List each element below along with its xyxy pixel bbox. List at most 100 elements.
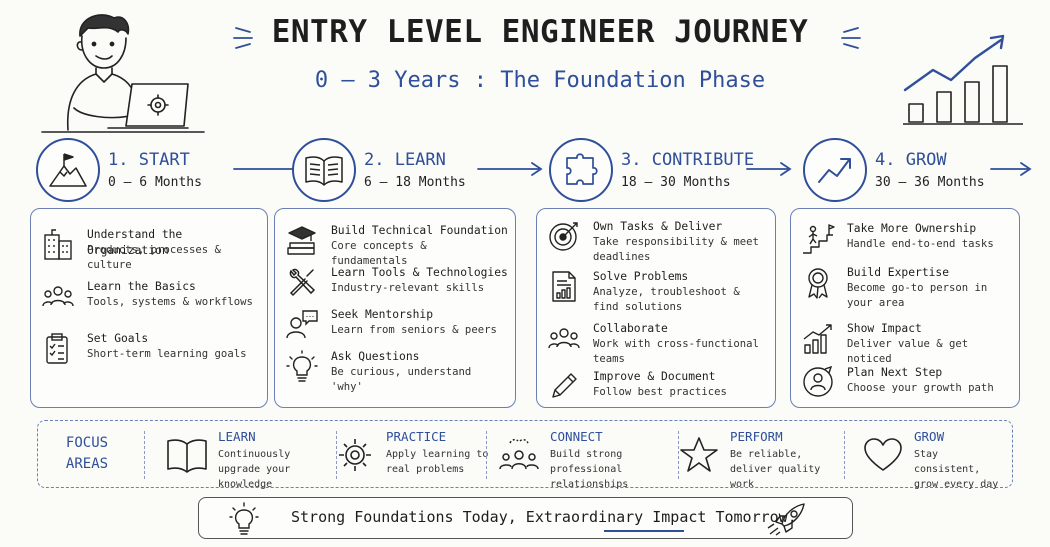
list-item: Take More Ownership Handle end-to-end ta…	[801, 221, 1013, 261]
phase-name: 1. START	[108, 150, 190, 170]
focus-areas-title: FOCUS AREAS	[65, 435, 109, 472]
motto-text: Strong Foundations Today, Extraordinary …	[291, 508, 797, 526]
item-title: Build Technical Foundation	[331, 224, 508, 237]
item-desc: Become go-to person in your area	[847, 282, 988, 309]
network-people-icon	[499, 438, 539, 470]
item-desc: Work with cross-functional teams	[593, 338, 759, 365]
list-item: Set Goals Short-term learning goals	[41, 331, 261, 371]
list-item: Ask Questions Be curious, understand 'wh…	[285, 349, 509, 393]
phase-name: 3. CONTRIBUTE	[621, 150, 755, 170]
phase-header-learn: 2. LEARN 6 – 18 Months	[292, 138, 543, 203]
focus-item-desc: Continuously upgrade your knowledge	[218, 449, 291, 490]
arrow-right-icon	[746, 162, 792, 176]
list-item: Learn Tools & Technologies Industry-rele…	[285, 265, 509, 305]
list-item: Build Technical Foundation Core concepts…	[285, 223, 509, 267]
phase-header-contribute: 3. CONTRIBUTE 18 – 30 Months	[549, 138, 799, 203]
growth-bars-icon	[803, 324, 832, 354]
item-desc: Analyze, troubleshoot & find solutions	[593, 286, 740, 313]
item-title: Plan Next Step	[847, 366, 943, 379]
phase-card-contribute: Own Tasks & Deliver Take responsibility …	[536, 208, 776, 408]
item-title: Improve & Document	[593, 370, 716, 383]
list-item: Solve Problems Analyze, troubleshoot & f…	[547, 269, 769, 321]
phase-header-start: 1. START 0 – 6 Months	[36, 138, 319, 203]
heart-icon	[864, 438, 902, 471]
focus-item-desc: Apply learning to real problems	[386, 449, 489, 475]
focus-divider	[144, 431, 145, 479]
focus-divider	[486, 431, 487, 479]
title-flourish-left	[233, 27, 253, 49]
phase-card-grow: Take More Ownership Handle end-to-end ta…	[790, 208, 1020, 408]
item-desc: Tools, systems & workflows	[87, 296, 253, 308]
item-desc: Choose your growth path	[847, 382, 994, 394]
list-item: Understand the Organization Products, pr…	[41, 227, 261, 271]
focus-item-learn: LEARN Continuously upgrade your knowledg…	[166, 429, 336, 490]
mentor-chat-icon	[286, 310, 318, 339]
phase-icon-circle	[292, 138, 356, 202]
focus-divider	[844, 431, 845, 479]
item-desc: Deliver value & get noticed	[847, 338, 969, 365]
focus-item-practice: PRACTICE Apply learning to real problems	[334, 429, 504, 481]
motto-underline	[604, 528, 684, 532]
item-desc: Follow best practices	[593, 386, 727, 398]
focus-divider	[336, 431, 337, 479]
list-item: Show Impact Deliver value & get noticed	[801, 321, 1013, 365]
item-desc: Handle end-to-end tasks	[847, 238, 994, 250]
pencil-icon	[552, 373, 577, 398]
person-path-icon	[803, 365, 833, 397]
focus-item-desc: Be reliable, deliver quality work	[730, 449, 821, 490]
phase-name: 4. GROW	[875, 150, 947, 170]
graduation-books-icon	[287, 226, 316, 255]
item-title: Learn the Basics	[87, 280, 196, 293]
phase-range: 6 – 18 Months	[364, 175, 466, 190]
phase-card-learn: Build Technical Foundation Core concepts…	[274, 208, 516, 408]
item-title: Collaborate	[593, 322, 668, 335]
open-book-icon	[305, 156, 343, 186]
focus-item-perform: PERFORM Be reliable, deliver quality wor…	[678, 429, 848, 490]
item-title: Take More Ownership	[847, 222, 977, 235]
focus-item-grow: GROW Stay consistent, grow every day	[862, 429, 1012, 490]
item-title: Show Impact	[847, 322, 922, 335]
list-item: Improve & Document Follow best practices	[547, 369, 769, 405]
clipboard-checklist-icon	[46, 333, 68, 364]
focus-item-desc: Stay consistent, grow every day	[914, 449, 999, 490]
list-item: Collaborate Work with cross-functional t…	[547, 321, 769, 373]
focus-item-title: GROW	[914, 429, 945, 444]
book-icon	[167, 439, 207, 473]
people-icon	[42, 286, 74, 307]
list-item: Seek Mentorship Learn from seniors & pee…	[285, 307, 509, 347]
item-desc: Core concepts & fundamentals	[331, 240, 427, 267]
star-icon	[680, 437, 718, 472]
growth-chart-illustration	[903, 34, 1023, 125]
focus-item-title: LEARN	[218, 429, 256, 444]
list-item: Build Expertise Become go-to person in y…	[801, 265, 1013, 317]
trend-up-icon	[818, 158, 851, 183]
item-desc: Learn from seniors & peers	[331, 324, 497, 336]
stairs-climber-icon	[803, 224, 835, 254]
list-item: Plan Next Step Choose your growth path	[801, 365, 1013, 405]
item-title: Understand the Organization	[87, 228, 183, 257]
mountain-flag-icon	[49, 153, 87, 187]
page-title: ENTRY LEVEL ENGINEER JOURNEY	[271, 14, 809, 50]
phase-name: 2. LEARN	[364, 150, 446, 170]
item-title: Own Tasks & Deliver	[593, 220, 723, 233]
medal-icon	[808, 268, 828, 299]
list-item: Learn the Basics Tools, systems & workfl…	[41, 279, 261, 319]
item-title: Set Goals	[87, 332, 149, 345]
list-item: Own Tasks & Deliver Take responsibility …	[547, 219, 769, 271]
target-icon	[549, 222, 578, 251]
focus-item-desc: Build strong professional relationships	[550, 449, 629, 490]
focus-item-title: PRACTICE	[386, 429, 447, 444]
phase-icon-circle	[549, 138, 613, 202]
wrench-screwdriver-icon	[289, 268, 316, 297]
arrow-right-icon	[990, 162, 1032, 176]
page-subtitle: 0 – 3 Years : The Foundation Phase	[314, 68, 766, 93]
item-title: Build Expertise	[847, 266, 950, 279]
phase-range: 18 – 30 Months	[621, 175, 731, 190]
item-title: Learn Tools & Technologies	[331, 266, 508, 279]
item-title: Solve Problems	[593, 270, 689, 283]
report-chart-icon	[552, 271, 576, 302]
item-title: Seek Mentorship	[331, 308, 434, 321]
rocket-icon	[767, 503, 805, 536]
phase-range: 30 – 36 Months	[875, 175, 985, 190]
item-desc: Products, processes & culture	[87, 244, 221, 271]
